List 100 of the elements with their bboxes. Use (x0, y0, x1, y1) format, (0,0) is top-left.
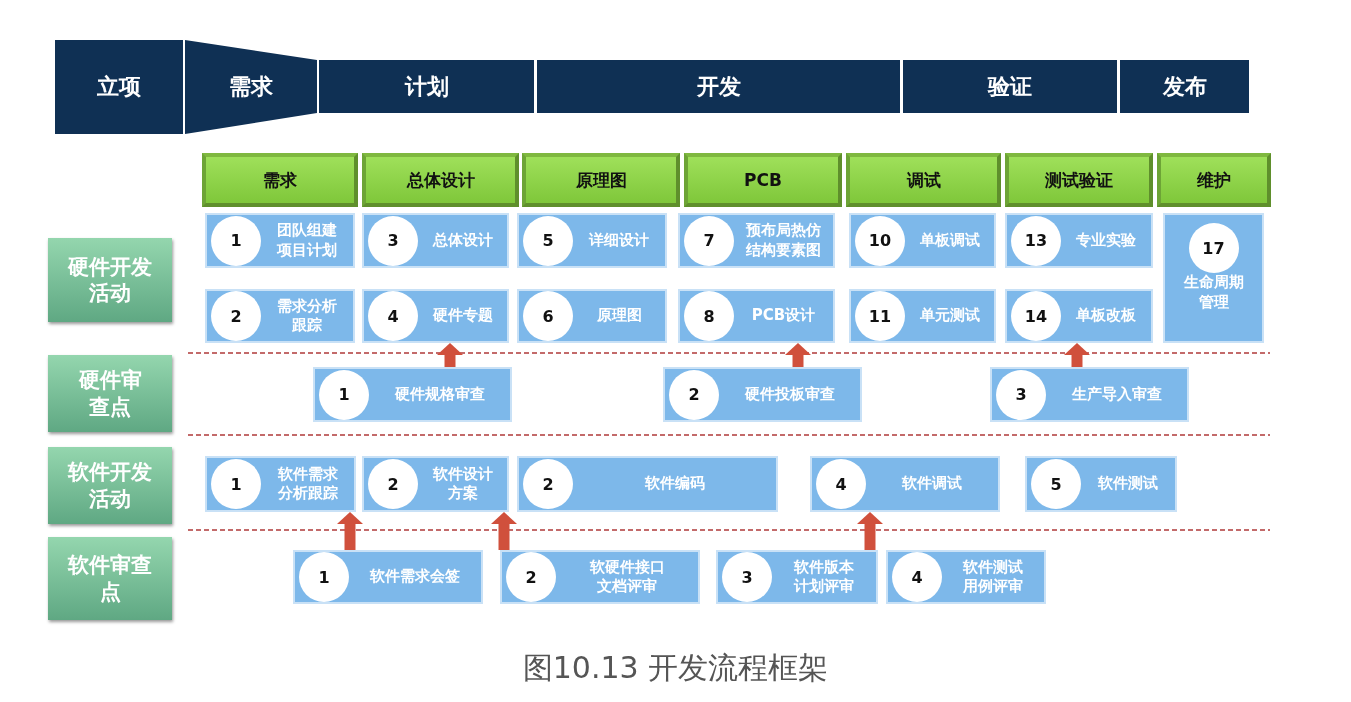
activity-box (810, 456, 1000, 512)
lane-text: 硬件审查点 (78, 367, 142, 420)
number-circle: 7 (684, 215, 734, 266)
activity-box (1025, 456, 1177, 512)
lane-text: 软件开发活动 (68, 459, 152, 512)
lane-label (48, 355, 172, 432)
activity-box (849, 289, 996, 343)
activity-box (205, 289, 355, 343)
activity-box (1005, 289, 1153, 343)
activity-text: 硬件专题 (431, 306, 494, 326)
number-circle: 2 (669, 369, 719, 420)
activity-text: 单板改板 (1075, 306, 1137, 326)
activity-text: 详细设计 (587, 230, 650, 251)
activity-text: 软件测试 (1096, 474, 1159, 494)
arrow (1064, 343, 1090, 367)
number-circle: 10 (855, 215, 905, 266)
activity-text: 软件设计方案 (431, 464, 494, 504)
stage-label: 维护 (1197, 168, 1231, 192)
activity-box (517, 456, 778, 512)
activity-text: 单板调试 (918, 230, 981, 251)
activity-box (886, 550, 1046, 604)
activity-box (678, 213, 835, 268)
number-circle: 1 (211, 459, 261, 509)
stage-label: 原理图 (575, 168, 627, 192)
number-circle: 3 (368, 215, 418, 266)
phase-label: 计划 (404, 72, 449, 101)
number-circle: 4 (368, 291, 418, 341)
activity-box (362, 213, 509, 268)
arrow (785, 343, 811, 367)
activity-box (517, 289, 667, 343)
activity-box (990, 367, 1189, 422)
activity-text: 单元测试 (918, 306, 981, 326)
number-circle: 1 (319, 369, 369, 420)
number-circle: 4 (816, 459, 866, 509)
number-circle: 2 (368, 459, 418, 509)
stage-label: 调试 (906, 168, 941, 192)
stage-label: PCB (744, 170, 782, 190)
figure-caption: 图10.13 开发流程框架 (522, 650, 829, 685)
activity-box (205, 213, 355, 268)
stage-header (522, 153, 680, 207)
activity-box (313, 367, 512, 422)
number-circle: 5 (1031, 459, 1081, 509)
phase-label: 立项 (97, 73, 141, 101)
stage-header (684, 153, 842, 207)
number-circle: 4 (892, 552, 942, 602)
arrow (857, 512, 883, 550)
number-circle: 14 (1011, 291, 1061, 341)
stage-header (1157, 153, 1271, 207)
activity-text: 软硬件接口文档评审 (588, 557, 666, 597)
lane-label (48, 447, 172, 524)
activity-text: 原理图 (595, 306, 643, 326)
number-circle: 1 (299, 552, 349, 602)
activity-box (849, 213, 996, 268)
activity-text: 硬件规格审查 (393, 384, 486, 405)
number-circle: 2 (523, 459, 573, 509)
phase-banner (537, 60, 900, 113)
activity-box (500, 550, 700, 604)
number-circle: 1 (211, 215, 261, 266)
number-circle: 17 (1188, 223, 1239, 273)
phase-label: 发布 (1162, 72, 1207, 101)
activity-text: 总体设计 (431, 230, 494, 251)
activity-text: PCB设计 (750, 306, 817, 326)
activity-box (293, 550, 483, 604)
activity-box (663, 367, 862, 422)
phase-banner (1120, 60, 1249, 113)
number-circle: 3 (996, 369, 1046, 420)
activity-box (362, 289, 509, 343)
activity-box (517, 213, 667, 268)
activity-text: 团队组建项目计划 (276, 221, 338, 260)
activity-box (1163, 213, 1264, 343)
activity-text: 预布局热仿结构要素图 (745, 221, 822, 260)
activity-box (205, 456, 356, 512)
phase-label: 需求 (229, 73, 273, 101)
number-circle: 3 (722, 552, 772, 602)
stage-header (362, 153, 519, 207)
lane-label (48, 238, 172, 322)
stage-header (202, 153, 358, 207)
lane-text: 硬件开发活动 (68, 253, 152, 307)
phase-banner (319, 60, 534, 113)
lane-label (48, 537, 172, 620)
activity-text: 软件调试 (900, 474, 963, 494)
phase-banner (185, 40, 317, 134)
activity-text: 专业实验 (1075, 230, 1137, 251)
lane-text: 软件审查点 (68, 552, 152, 605)
phase-banner (55, 40, 183, 134)
phase-banner (903, 60, 1117, 113)
stage-header (846, 153, 1001, 207)
number-circle: 2 (506, 552, 556, 602)
number-circle: 5 (523, 215, 573, 266)
activity-text: 软件测试用例评审 (961, 557, 1024, 597)
activity-box (716, 550, 878, 604)
number-circle: 13 (1011, 215, 1061, 266)
arrow (491, 512, 517, 550)
number-circle: 6 (523, 291, 573, 341)
activity-text: 生命周期管理 (1182, 273, 1245, 312)
activity-box (362, 456, 509, 512)
activity-text: 生产导入审查 (1070, 384, 1163, 405)
activity-box (678, 289, 835, 343)
phase-label: 开发 (696, 72, 741, 101)
activity-text: 硬件投板审查 (743, 384, 836, 405)
